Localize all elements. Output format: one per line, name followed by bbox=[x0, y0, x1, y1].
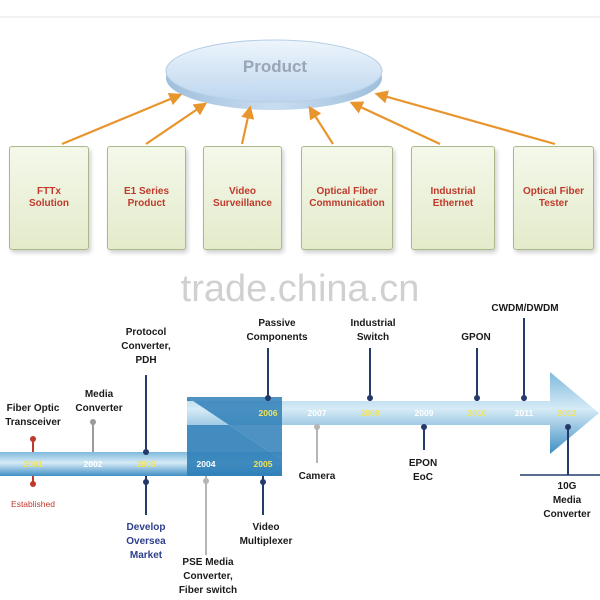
category-optical-fiber-communication: Optical Fiber Communication bbox=[301, 146, 393, 250]
event-passive-components: Passive Components bbox=[246, 318, 308, 343]
pin-2003-top bbox=[143, 449, 149, 455]
year-label: 2007 bbox=[307, 408, 327, 418]
pin-2001-top bbox=[30, 436, 36, 442]
pin-2007 bbox=[314, 424, 320, 430]
category-label: Industrial Ethernet bbox=[430, 186, 476, 209]
event-develop-oversea-market: Develop Oversea Market bbox=[126, 522, 166, 561]
event-fiber-optic-transceiver: Fiber Optic Transceiver bbox=[5, 403, 61, 428]
watermark-text: trade.china.cn bbox=[180, 268, 420, 310]
year-label: 2011 bbox=[514, 408, 534, 418]
pin-2004 bbox=[203, 478, 209, 484]
timeline-lower-band bbox=[0, 397, 282, 476]
category-industrial-ethernet: Industrial Ethernet bbox=[411, 146, 495, 250]
year-label: 2010 bbox=[467, 408, 487, 418]
category-fttx-solution: FTTx Solution bbox=[9, 146, 89, 250]
pin-2002 bbox=[90, 419, 96, 425]
event-established: Established bbox=[11, 499, 55, 509]
event-cwdm-dwdm: CWDM/DWDM bbox=[491, 303, 559, 314]
event-epon-eoc: EPON EoC bbox=[408, 458, 438, 483]
year-label: 2012 bbox=[557, 408, 577, 418]
year-label: 2005 bbox=[253, 459, 273, 469]
category-label: E1 Series Product bbox=[123, 186, 170, 209]
arrow-fttx bbox=[61, 92, 183, 146]
year-label: 2001 bbox=[23, 459, 43, 469]
year-label: 2003 bbox=[136, 459, 156, 469]
arrow-tester bbox=[374, 90, 556, 146]
pin-2011 bbox=[521, 395, 527, 401]
timeline-pins bbox=[30, 318, 600, 555]
year-label: 2008 bbox=[360, 408, 380, 418]
arrow-optical-comm bbox=[308, 105, 334, 145]
event-video-multiplexer: Video Multiplexer bbox=[239, 522, 293, 547]
pin-2010 bbox=[474, 395, 480, 401]
pin-2003-bottom bbox=[143, 479, 149, 485]
pin-2009 bbox=[421, 424, 427, 430]
label-blur bbox=[486, 292, 566, 302]
event-camera: Camera bbox=[298, 471, 336, 482]
category-label: Video Surveillance bbox=[213, 186, 272, 209]
event-industrial-switch: Industrial Switch bbox=[350, 318, 396, 343]
event-gpon: GPON bbox=[461, 332, 491, 343]
pin-2005 bbox=[260, 479, 266, 485]
event-10g-media-converter: 10G Media Converter bbox=[543, 481, 591, 520]
year-label: 2002 bbox=[83, 459, 103, 469]
category-video-surveillance: Video Surveillance bbox=[203, 146, 282, 250]
year-label: 2006 bbox=[258, 408, 278, 418]
category-label: Optical Fiber Communication bbox=[309, 186, 385, 209]
arrow-video bbox=[240, 105, 255, 145]
category-label: Optical Fiber Tester bbox=[522, 186, 585, 209]
product-disc bbox=[165, 39, 383, 110]
arrow-industrial bbox=[349, 101, 441, 145]
year-label: 2004 bbox=[196, 459, 216, 469]
event-protocol-converter-pdh: Protocol Converter, PDH bbox=[121, 327, 171, 366]
year-label: 2009 bbox=[414, 408, 434, 418]
category-e1-series: E1 Series Product bbox=[107, 146, 186, 250]
pin-2006 bbox=[265, 395, 271, 401]
timeline-upper-arrow bbox=[187, 372, 599, 460]
category-optical-fiber-tester: Optical Fiber Tester bbox=[513, 146, 594, 250]
arrow-e1 bbox=[145, 102, 208, 145]
pin-2001-bottom bbox=[30, 481, 36, 487]
pin-2008 bbox=[367, 395, 373, 401]
product-title: Product bbox=[242, 57, 308, 76]
connector-arrows bbox=[61, 90, 556, 146]
category-label: FTTx Solution bbox=[29, 186, 69, 209]
event-media-converter: Media Converter bbox=[75, 389, 123, 414]
event-pse-media-converter: PSE Media Converter, Fiber switch bbox=[178, 557, 238, 596]
pin-2012 bbox=[565, 424, 571, 430]
